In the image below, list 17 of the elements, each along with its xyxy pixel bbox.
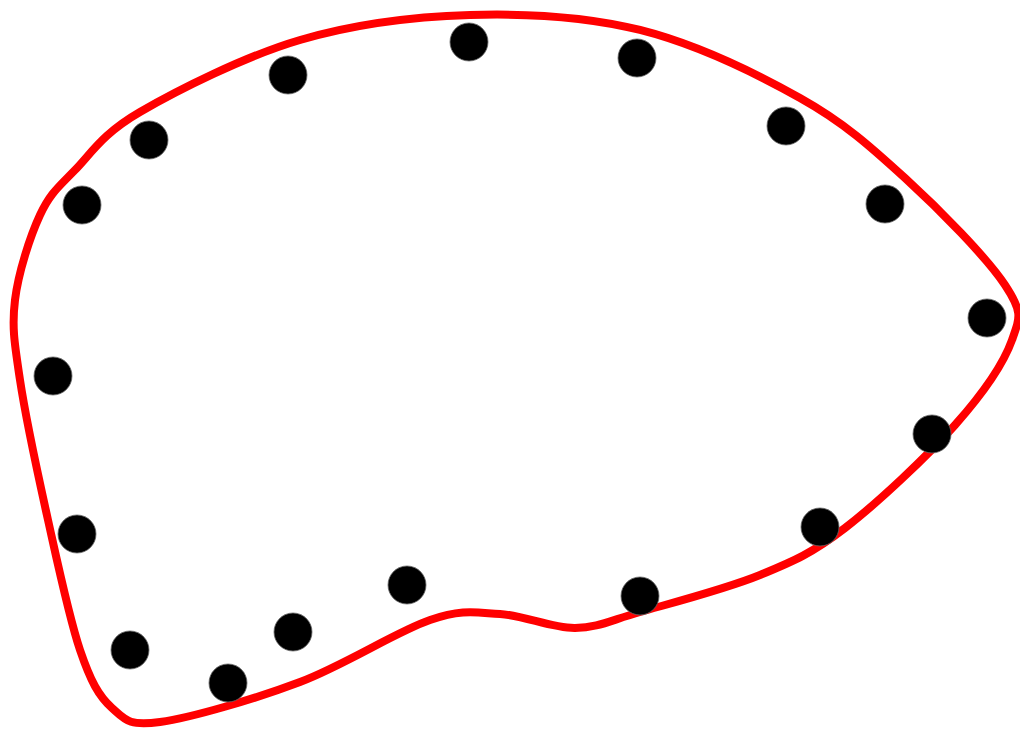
dot xyxy=(208,663,248,703)
dot xyxy=(967,298,1007,338)
dot xyxy=(766,106,806,146)
dot xyxy=(110,630,150,670)
dot xyxy=(62,185,102,225)
dot xyxy=(449,22,489,62)
dot xyxy=(129,120,169,160)
dot xyxy=(387,565,427,605)
dot xyxy=(617,38,657,78)
dot xyxy=(268,55,308,95)
dot xyxy=(620,576,660,616)
dot xyxy=(865,184,905,224)
dot xyxy=(912,414,952,454)
dot xyxy=(33,356,73,396)
dot xyxy=(273,612,313,652)
dot xyxy=(800,507,840,547)
dot xyxy=(57,514,97,554)
